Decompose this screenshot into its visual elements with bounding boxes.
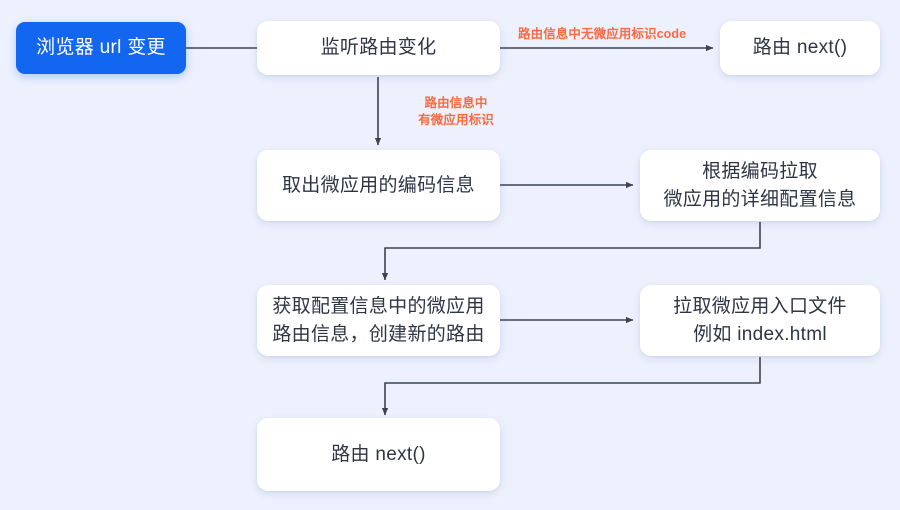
node-url-change[interactable]: 浏览器 url 变更: [16, 22, 186, 74]
node-create-route-label: 获取配置信息中的微应用 路由信息，创建新的路由: [272, 295, 485, 345]
edge-label-no-code: 路由信息中无微应用标识code: [518, 27, 687, 41]
node-fetch-config[interactable]: 根据编码拉取 微应用的详细配置信息: [640, 150, 880, 221]
node-extract-code-label: 取出微应用的编码信息: [281, 174, 475, 196]
node-route-next-end[interactable]: 路由 next(): [257, 418, 500, 491]
node-route-next-end-label: 路由 next(): [331, 443, 426, 465]
node-url-change-label: 浏览器 url 变更: [36, 37, 166, 59]
edge-label-has-code: 路由信息中 有微应用标识: [418, 96, 494, 127]
node-fetch-entry-label: 拉取微应用入口文件 例如 index.html: [673, 295, 847, 345]
node-fetch-config-label: 根据编码拉取 微应用的详细配置信息: [663, 160, 857, 210]
node-route-next-top-label: 路由 next(): [752, 37, 848, 59]
edge-fetch-entry-to-route-next-end: [381, 357, 761, 416]
node-watch-route-label: 监听路由变化: [320, 37, 437, 59]
edge-fetch-config-to-create-route: [381, 222, 761, 281]
node-fetch-entry[interactable]: 拉取微应用入口文件 例如 index.html: [640, 285, 880, 356]
node-route-next-top[interactable]: 路由 next(): [720, 21, 880, 75]
node-watch-route[interactable]: 监听路由变化: [257, 21, 500, 75]
node-extract-code[interactable]: 取出微应用的编码信息: [257, 150, 500, 221]
node-create-route[interactable]: 获取配置信息中的微应用 路由信息，创建新的路由: [257, 285, 500, 356]
